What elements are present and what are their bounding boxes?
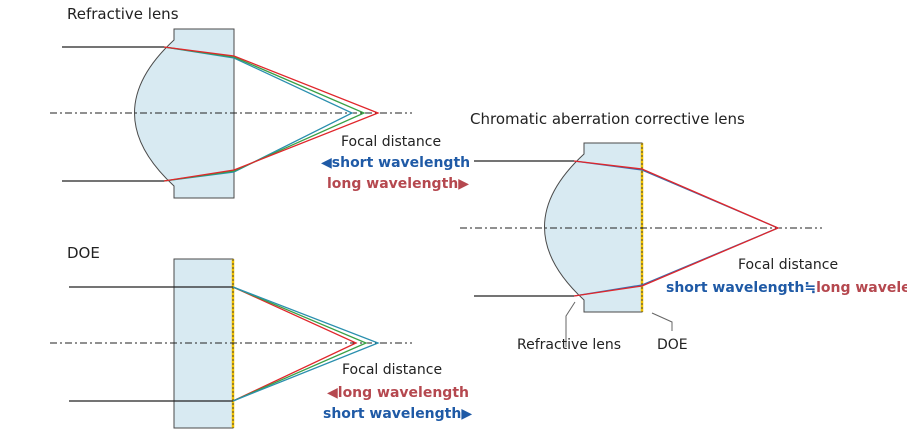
- corrective-lens-body: [544, 142, 643, 313]
- refractive-lens-callout: Refractive lens: [517, 337, 621, 353]
- approx-equal-symbol: ≒: [804, 280, 816, 296]
- diffracted-rays: [232, 286, 380, 402]
- doe-focal-distance-label: Focal distance: [342, 362, 442, 378]
- doe-diagram: DOE Focal distance ◀long wavelength shor…: [50, 244, 472, 429]
- corrective-long-wavelength-label: long wavelength: [816, 280, 907, 296]
- refractive-lens-body: [134, 28, 235, 199]
- refractive-lens-title: Refractive lens: [67, 5, 179, 23]
- refractive-short-wavelength-label: ◀short wavelength: [321, 155, 470, 171]
- doe-long-wavelength-label: ◀long wavelength: [327, 385, 469, 401]
- refractive-focal-distance-label: Focal distance: [341, 134, 441, 150]
- refracted-rays: [163, 46, 380, 182]
- refractive-lens-leader: [565, 301, 576, 347]
- corrective-wavelength-equivalence: short wavelength≒long wavelength: [666, 280, 907, 296]
- doe-title: DOE: [67, 244, 100, 262]
- corrective-lens-diagram: Chromatic aberration corrective lens Foc…: [460, 110, 907, 353]
- refractive-lens-diagram: Refractive lens Focal distance ◀short wa…: [50, 5, 470, 199]
- corrective-short-wavelength-label: short wavelength: [666, 280, 804, 296]
- corrective-focal-distance-label: Focal distance: [738, 257, 838, 273]
- corrected-rays: [573, 160, 780, 297]
- corrective-lens-title: Chromatic aberration corrective lens: [470, 110, 745, 128]
- doe-leader: [651, 312, 673, 331]
- refractive-long-wavelength-label: long wavelength▶: [327, 176, 469, 192]
- doe-short-wavelength-label: short wavelength▶: [323, 406, 472, 422]
- doe-callout: DOE: [657, 337, 688, 353]
